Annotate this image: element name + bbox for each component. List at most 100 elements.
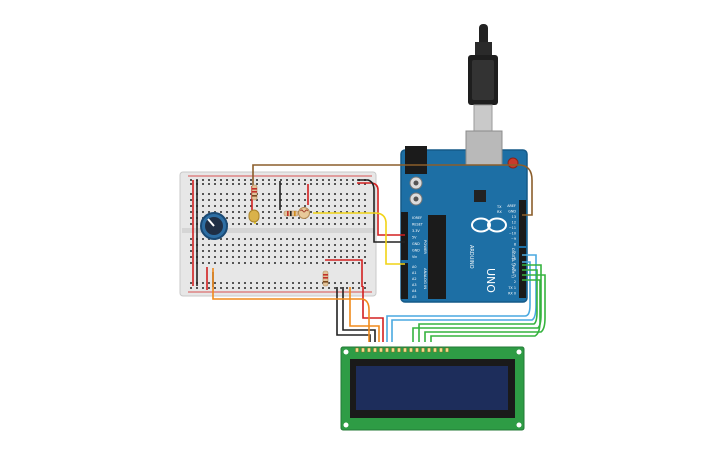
breadboard-hole[interactable] [280,256,282,258]
breadboard-hole[interactable] [286,250,288,252]
breadboard-hole[interactable] [214,256,216,258]
breadboard-hole[interactable] [346,217,348,219]
breadboard-hole[interactable] [364,183,366,185]
breadboard-hole[interactable] [340,262,342,264]
breadboard-hole[interactable] [226,205,228,207]
breadboard-hole[interactable] [292,183,294,185]
breadboard-hole[interactable] [274,179,276,181]
breadboard-hole[interactable] [346,250,348,252]
lcd-pin[interactable] [361,347,365,353]
breadboard-hole[interactable] [232,250,234,252]
breadboard-hole[interactable] [322,217,324,219]
breadboard-hole[interactable] [244,179,246,181]
breadboard-hole[interactable] [208,287,210,289]
breadboard-hole[interactable] [190,199,192,201]
breadboard-hole[interactable] [340,282,342,284]
breadboard-hole[interactable] [256,282,258,284]
breadboard-hole[interactable] [286,256,288,258]
breadboard-hole[interactable] [256,287,258,289]
breadboard-hole[interactable] [304,244,306,246]
breadboard-hole[interactable] [286,217,288,219]
wire-yellow-1[interactable] [313,212,405,265]
breadboard-hole[interactable] [304,205,306,207]
breadboard-hole[interactable] [322,179,324,181]
lcd-pin[interactable] [439,347,443,353]
breadboard-hole[interactable] [274,238,276,240]
breadboard-hole[interactable] [292,282,294,284]
breadboard-hole[interactable] [316,217,318,219]
breadboard-hole[interactable] [226,238,228,240]
breadboard-hole[interactable] [286,199,288,201]
breadboard-hole[interactable] [358,205,360,207]
breadboard-hole[interactable] [316,282,318,284]
lcd-pin[interactable] [445,347,449,353]
breadboard-hole[interactable] [190,223,192,225]
breadboard-hole[interactable] [226,199,228,201]
breadboard-hole[interactable] [352,287,354,289]
breadboard-hole[interactable] [280,217,282,219]
breadboard-hole[interactable] [268,179,270,181]
breadboard-hole[interactable] [340,287,342,289]
breadboard-hole[interactable] [220,282,222,284]
breadboard-hole[interactable] [352,211,354,213]
breadboard-hole[interactable] [310,183,312,185]
breadboard-hole[interactable] [238,282,240,284]
breadboard-hole[interactable] [196,287,198,289]
breadboard-hole[interactable] [208,183,210,185]
breadboard-hole[interactable] [226,193,228,195]
breadboard-hole[interactable] [286,205,288,207]
breadboard-hole[interactable] [226,282,228,284]
breadboard-hole[interactable] [286,193,288,195]
breadboard-hole[interactable] [274,217,276,219]
breadboard-hole[interactable] [244,217,246,219]
breadboard-hole[interactable] [286,183,288,185]
breadboard-hole[interactable] [352,262,354,264]
breadboard-hole[interactable] [316,287,318,289]
breadboard-hole[interactable] [220,256,222,258]
breadboard-hole[interactable] [274,223,276,225]
breadboard-hole[interactable] [220,287,222,289]
breadboard-hole[interactable] [364,217,366,219]
breadboard-hole[interactable] [352,256,354,258]
wire-blue-2[interactable] [391,254,537,342]
breadboard-hole[interactable] [352,223,354,225]
breadboard-hole[interactable] [238,217,240,219]
breadboard-hole[interactable] [202,193,204,195]
breadboard-hole[interactable] [358,282,360,284]
breadboard-hole[interactable] [268,199,270,201]
breadboard-hole[interactable] [292,217,294,219]
breadboard-hole[interactable] [238,287,240,289]
breadboard-hole[interactable] [190,211,192,213]
breadboard-hole[interactable] [298,179,300,181]
lcd-pin[interactable] [397,347,401,353]
breadboard-hole[interactable] [316,199,318,201]
breadboard-hole[interactable] [310,262,312,264]
breadboard-hole[interactable] [328,179,330,181]
breadboard-hole[interactable] [202,244,204,246]
breadboard-hole[interactable] [310,217,312,219]
lcd-pin[interactable] [427,347,431,353]
wire-red-4[interactable] [325,259,363,287]
breadboard-hole[interactable] [292,262,294,264]
breadboard-hole[interactable] [364,282,366,284]
breadboard-hole[interactable] [208,211,210,213]
breadboard-hole[interactable] [352,205,354,207]
lcd-pin[interactable] [409,347,413,353]
breadboard-hole[interactable] [310,256,312,258]
breadboard-hole[interactable] [250,193,252,195]
breadboard-hole[interactable] [328,199,330,201]
breadboard-hole[interactable] [274,287,276,289]
breadboard-hole[interactable] [352,238,354,240]
breadboard-hole[interactable] [280,205,282,207]
breadboard-hole[interactable] [238,199,240,201]
breadboard-hole[interactable] [328,217,330,219]
breadboard-hole[interactable] [346,211,348,213]
wire-orange-2[interactable] [349,287,380,342]
breadboard-hole[interactable] [280,179,282,181]
breadboard-hole[interactable] [346,244,348,246]
breadboard-hole[interactable] [250,238,252,240]
breadboard-hole[interactable] [334,256,336,258]
breadboard-hole[interactable] [322,223,324,225]
breadboard-hole[interactable] [316,211,318,213]
breadboard-hole[interactable] [190,205,192,207]
